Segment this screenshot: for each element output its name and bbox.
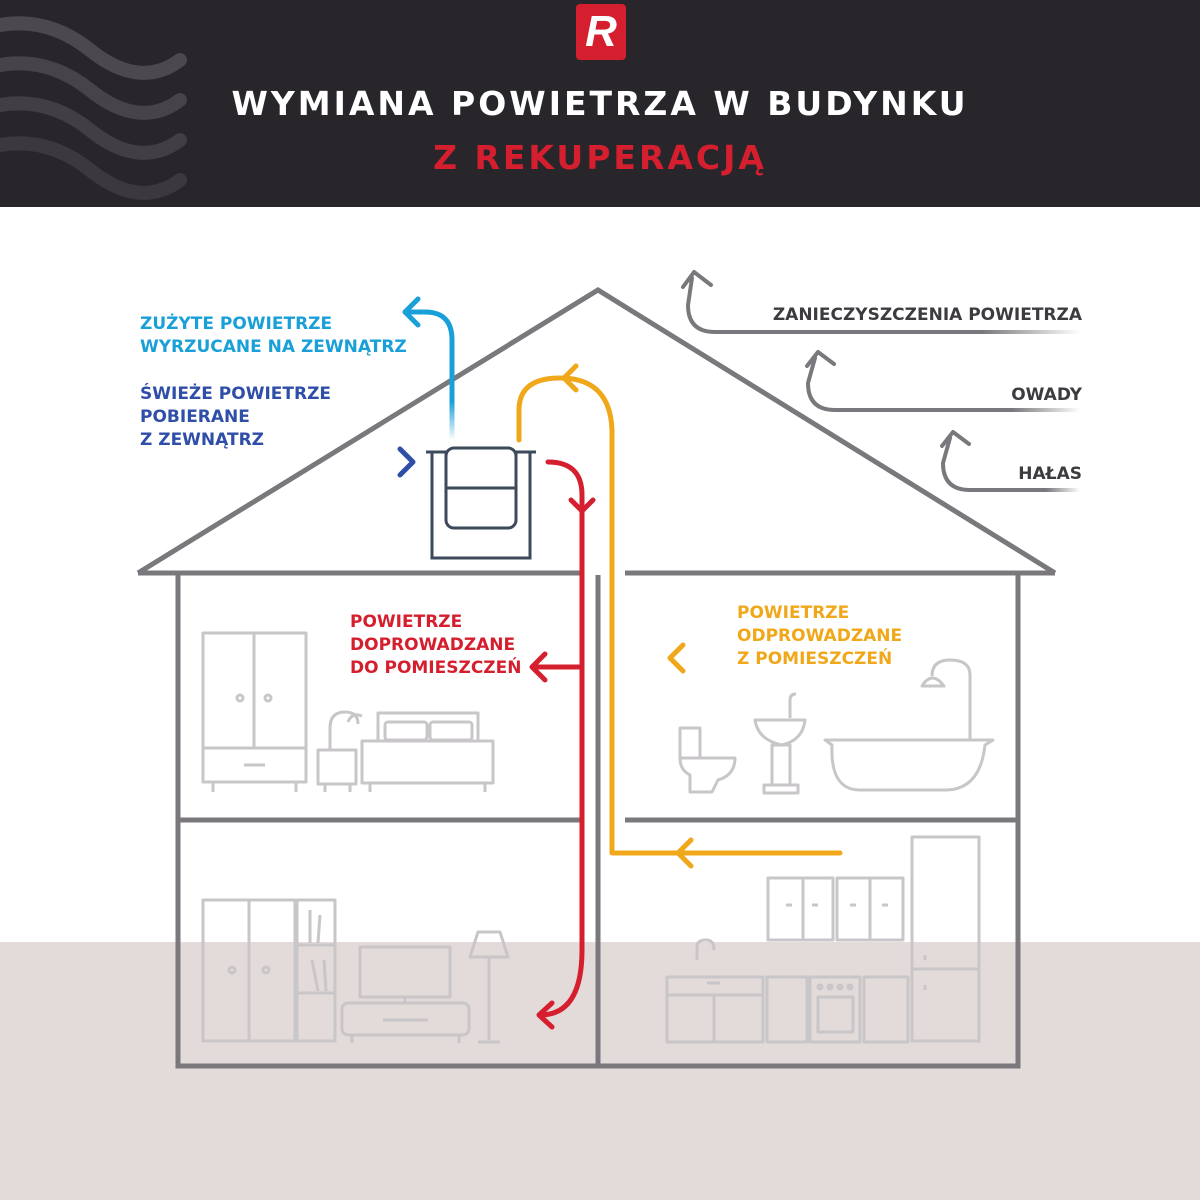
extract-air-label: POWIETRZE ODPROWADZANE Z POMIESZCZEŃ <box>737 603 903 669</box>
brand-logo: R <box>576 4 626 60</box>
extract-air-arrow <box>516 363 843 869</box>
house-outline <box>136 287 1057 1069</box>
supply-air-arrow <box>529 459 596 1030</box>
pollution-label: ZANIECZYSZCZENIA POWIETRZA <box>772 305 1082 325</box>
pollution-arrow <box>681 270 1082 334</box>
supply-air-label: POWIETRZE DOPROWADZANE DO POMIESZCZEŃ <box>350 612 522 678</box>
living-room-furniture <box>201 898 510 1044</box>
wave-decoration <box>0 16 187 200</box>
noise-label: HAŁAS <box>1018 464 1082 484</box>
fresh-air-arrow <box>85 446 416 478</box>
exhaust-air-label: ZUŻYTE POWIETRZE WYRZUCANE NA ZEWNĄTRZ <box>140 314 407 357</box>
insects-label: OWADY <box>1011 385 1082 405</box>
bathroom-furniture <box>678 658 995 795</box>
kitchen-furniture <box>665 835 981 1044</box>
exhaust-air-arrow <box>402 296 455 443</box>
bedroom-furniture <box>201 631 495 792</box>
insects-arrow <box>805 350 1082 412</box>
header-banner: R WYMIANA POWIETRZA W BUDYNKU Z REKUPERA… <box>0 0 1200 207</box>
noise-arrow <box>940 430 1082 492</box>
fresh-air-label: ŚWIEŻE POWIETRZE POBIERANE Z ZEWNĄTRZ <box>140 384 332 450</box>
title-line-2: Z REKUPERACJĄ <box>433 138 767 177</box>
recuperator-unit <box>426 446 536 560</box>
title-line-1: WYMIANA POWIETRZA W BUDYNKU <box>231 84 969 123</box>
